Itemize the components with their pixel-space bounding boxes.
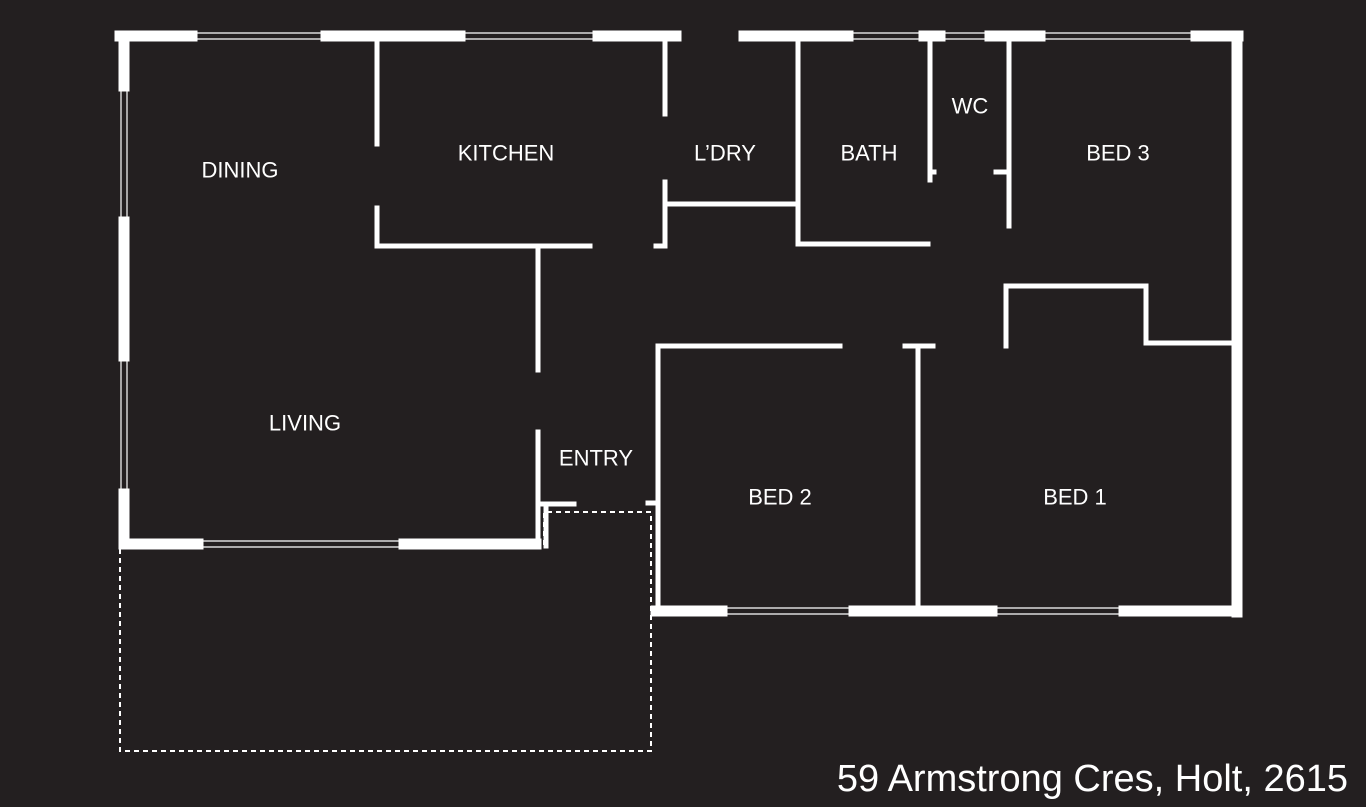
windows — [120, 32, 1196, 615]
walls — [114, 30, 1244, 618]
room-label-bed3: BED 3 — [1086, 141, 1150, 166]
interior-walls — [374, 39, 1237, 615]
room-label-bed2: BED 2 — [748, 485, 812, 510]
room-label-bath: BATH — [840, 141, 897, 166]
room-label-laundry: L’DRY — [694, 141, 756, 166]
room-label-living: LIVING — [269, 411, 341, 436]
room-label-bed1: BED 1 — [1043, 485, 1107, 510]
room-label-dining: DINING — [202, 158, 279, 183]
property-address: 59 Armstrong Cres, Holt, 2615 — [836, 758, 1348, 800]
room-label-kitchen: KITCHEN — [458, 141, 555, 166]
room-label-wc: WC — [952, 94, 989, 119]
room-label-entry: ENTRY — [559, 446, 633, 471]
